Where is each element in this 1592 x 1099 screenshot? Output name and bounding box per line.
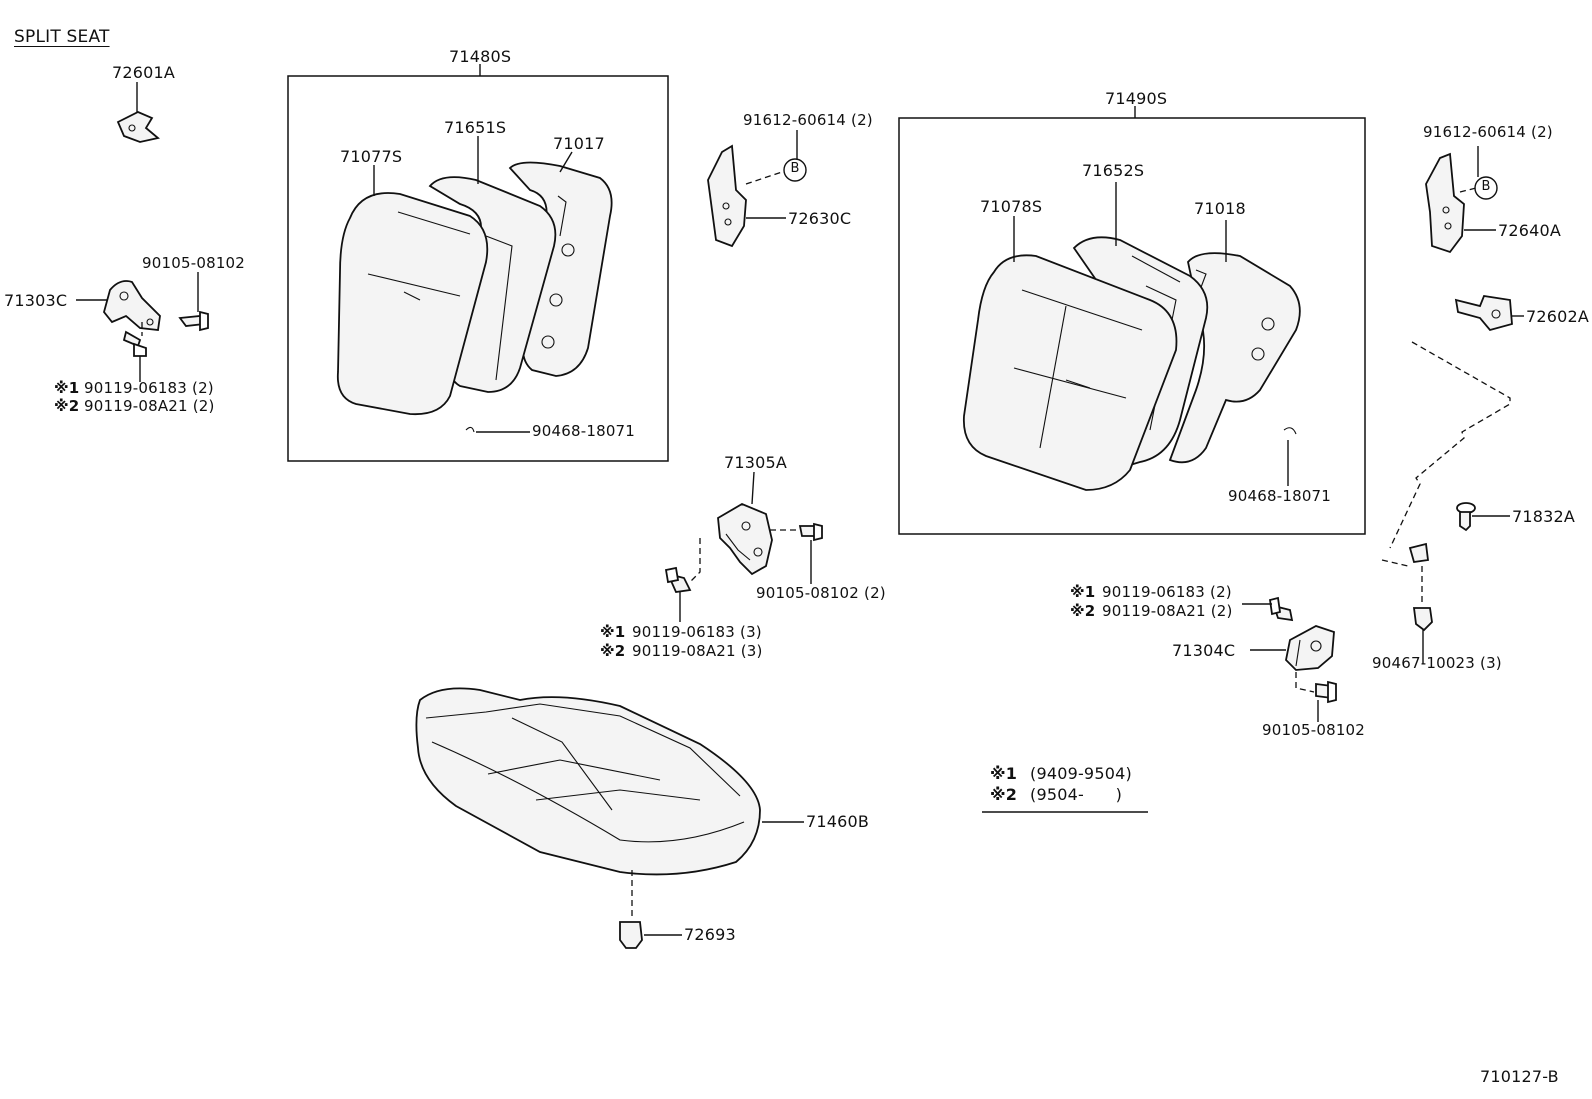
part-label-90119-08A21-mid: 90119-08A21 (3) xyxy=(632,642,763,660)
seatback-board-outline xyxy=(1381,341,1511,664)
note-mark-2-mid: ※2 xyxy=(600,642,626,660)
group-box-71480S xyxy=(287,75,669,462)
note-mark-1-right: ※1 xyxy=(1070,583,1096,601)
legend-range-1: (9409-9504) xyxy=(1030,764,1132,783)
legend-range-2: (9504- ) xyxy=(1030,785,1123,804)
part-label-71304C: 71304C xyxy=(1172,641,1236,660)
callout-b-left: B xyxy=(790,161,800,176)
legend-mark-2: ※2 xyxy=(990,785,1018,804)
note-mark-2-right: ※2 xyxy=(1070,602,1096,620)
part-label-72693: 72693 xyxy=(684,925,736,944)
note-mark-2-left: ※2 xyxy=(54,397,80,415)
part-label-71460B: 71460B xyxy=(806,812,870,831)
part-label-90119-06183-left: 90119-06183 (2) xyxy=(84,379,214,397)
bracket-71305A-drawing xyxy=(664,471,823,622)
clip-90468-left-drawing xyxy=(465,426,530,433)
part-label-90119-08A21-left: 90119-08A21 (2) xyxy=(84,397,215,415)
part-72601A-drawing xyxy=(116,82,160,143)
bracket-71303C-drawing xyxy=(76,272,209,382)
bracket-71304C-drawing xyxy=(1242,596,1337,722)
part-label-90119-08A21-right: 90119-08A21 (2) xyxy=(1102,602,1233,620)
hinge-72630C-drawing xyxy=(707,130,807,248)
part-label-72640A: 72640A xyxy=(1498,221,1562,240)
part-label-71652S: 71652S xyxy=(1082,161,1145,180)
part-label-90105-mid: 90105-08102 (2) xyxy=(756,584,886,602)
part-label-71651S: 71651S xyxy=(444,118,507,137)
part-label-72602A: 72602A xyxy=(1526,307,1590,326)
pin-71832A-drawing xyxy=(1456,502,1510,532)
callout-b-right: B xyxy=(1481,179,1491,194)
part-label-71018: 71018 xyxy=(1194,199,1246,218)
part-label-71017: 71017 xyxy=(553,134,605,153)
part-label-90468-right: 90468-18071 xyxy=(1228,487,1332,505)
group-box-71490S xyxy=(898,117,1366,535)
part-label-71305A: 71305A xyxy=(724,453,788,472)
part-72602A-drawing xyxy=(1454,295,1524,332)
part-label-90105-left: 90105-08102 xyxy=(142,254,246,272)
part-label-90468-left: 90468-18071 xyxy=(532,422,636,440)
part-label-71480S: 71480S xyxy=(449,47,512,66)
part-label-72601A: 72601A xyxy=(112,63,176,82)
right-seatback-drawing xyxy=(963,182,1301,491)
part-label-71077S: 71077S xyxy=(340,147,403,166)
part-label-90119-06183-right: 90119-06183 (2) xyxy=(1102,583,1232,601)
hinge-72640A-drawing xyxy=(1425,146,1498,254)
left-seatback-drawing xyxy=(336,136,613,416)
part-label-72630C: 72630C xyxy=(788,209,852,228)
page-title: SPLIT SEAT xyxy=(14,27,110,47)
part-label-90105-right: 90105-08102 xyxy=(1262,721,1366,739)
part-label-90119-06183-mid: 90119-06183 (3) xyxy=(632,623,762,641)
part-label-91612-left: 91612-60614 (2) xyxy=(743,111,873,129)
seat-cushion-71460B-drawing xyxy=(415,687,804,949)
part-label-71832A: 71832A xyxy=(1512,507,1576,526)
part-label-71303C: 71303C xyxy=(4,291,68,310)
legend-mark-1: ※1 xyxy=(990,764,1018,783)
part-label-90467: 90467-10023 (3) xyxy=(1372,654,1502,672)
part-label-71078S: 71078S xyxy=(980,197,1043,216)
part-label-71490S: 71490S xyxy=(1105,89,1168,108)
note-mark-1-left: ※1 xyxy=(54,379,80,397)
note-mark-1-mid: ※1 xyxy=(600,623,626,641)
diagram-code: 710127-B xyxy=(1480,1067,1559,1086)
part-label-91612-right: 91612-60614 (2) xyxy=(1423,123,1553,141)
